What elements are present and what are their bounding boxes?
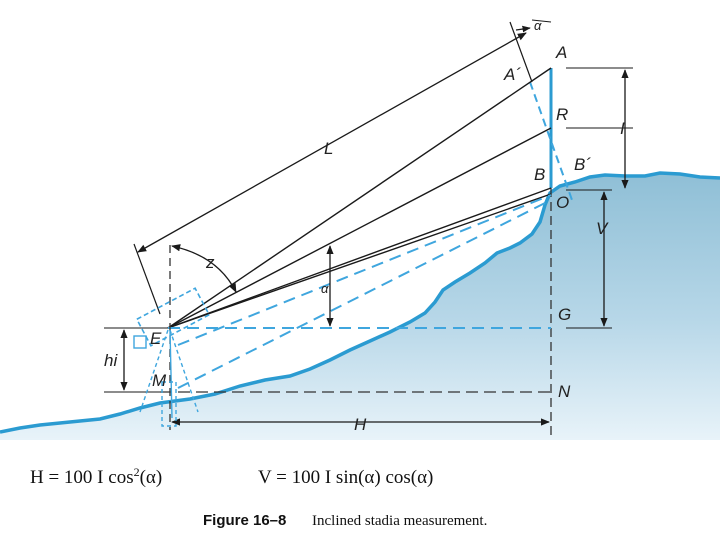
terrain-fill <box>0 173 720 440</box>
label-E: E <box>150 329 162 348</box>
formula-H-argument: (α) <box>140 467 163 488</box>
z-angle-arc <box>171 244 237 293</box>
label-R: R <box>556 105 568 124</box>
formula-H: H = 100 I cos2(α) <box>30 465 162 488</box>
label-B: B <box>534 165 545 184</box>
label-alpha: α <box>321 281 329 296</box>
alpha-top-tick <box>531 19 552 23</box>
caption-number: Figure 16–8 <box>203 512 286 529</box>
label-hi: hi <box>104 351 118 370</box>
perpendicular-rod <box>529 81 573 201</box>
label-z: z <box>205 253 215 272</box>
label-A: A <box>555 43 567 62</box>
label-alpha-top: α <box>534 18 542 33</box>
label-V: V <box>596 219 609 238</box>
transit-instrument <box>133 287 211 427</box>
caption-text: Inclined stadia measurement. <box>312 513 487 529</box>
label-N: N <box>558 382 571 401</box>
label-A-prime: A´ <box>503 65 521 84</box>
formula-H-exponent: 2 <box>134 465 140 479</box>
dimension-L <box>137 32 527 253</box>
ground-surface-line <box>0 171 720 434</box>
label-I: I <box>620 119 625 138</box>
label-M: M <box>152 371 167 390</box>
label-B-prime: B´ <box>574 155 591 174</box>
label-O: O <box>556 193 569 212</box>
dimension-L-ext-2 <box>509 21 533 83</box>
label-G: G <box>558 305 571 324</box>
label-L: L <box>324 139 333 158</box>
label-H: H <box>354 415 367 434</box>
formula-V: V = 100 I sin(α) cos(α) <box>258 467 433 488</box>
dimension-L-ext-1 <box>133 243 161 315</box>
alpha-top-arrow <box>515 25 531 33</box>
inclined-dashed-line-1 <box>177 194 552 346</box>
